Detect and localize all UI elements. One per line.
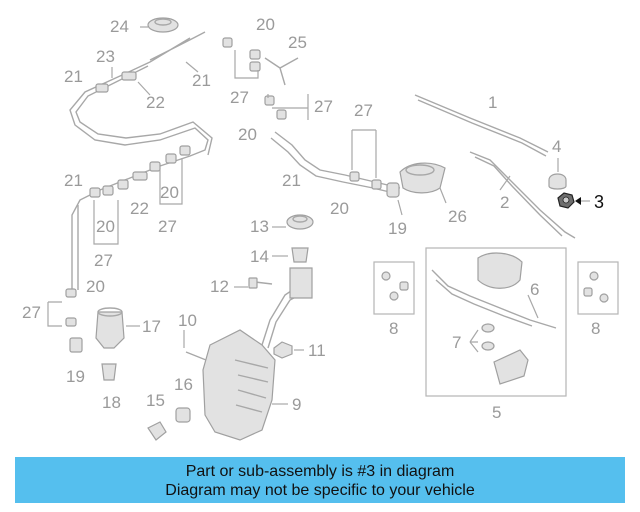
banner-line-1: Part or sub-assembly is #3 in diagram xyxy=(185,463,455,480)
callout-16: 16 xyxy=(174,375,193,394)
grommet-16 xyxy=(175,407,191,423)
callout-20: 20 xyxy=(238,125,257,144)
callout-27: 27 xyxy=(314,97,333,116)
cap-4 xyxy=(548,173,567,190)
pump-17 xyxy=(95,311,125,349)
callout-26: 26 xyxy=(448,207,467,226)
callout-27: 27 xyxy=(94,251,113,270)
sensor-15 xyxy=(147,421,167,441)
parts-diagram: 24 20 25 23 21 21 22 27 27 20 27 1 4 21 … xyxy=(22,15,619,441)
callout-15: 15 xyxy=(146,391,165,410)
callout-13: 13 xyxy=(250,217,269,236)
callout-20: 20 xyxy=(330,199,349,218)
callout-22: 22 xyxy=(146,93,165,112)
callout-12: 12 xyxy=(210,277,229,296)
callout-21: 21 xyxy=(64,67,83,86)
callout-22: 22 xyxy=(130,199,149,218)
callout-8: 8 xyxy=(591,319,600,338)
strainer-14 xyxy=(291,247,309,263)
callout-27: 27 xyxy=(354,101,373,120)
callout-21: 21 xyxy=(64,171,83,190)
grommet-11 xyxy=(273,341,293,359)
bolt-kit-8-right xyxy=(577,261,619,315)
wiper-arm-2 xyxy=(469,151,576,239)
callout-20: 20 xyxy=(256,15,275,34)
callout-21: 21 xyxy=(282,171,301,190)
callout-14: 14 xyxy=(250,247,269,266)
linkage-box-5 xyxy=(425,247,567,397)
grommet-18 xyxy=(101,363,117,381)
callout-27: 27 xyxy=(22,303,41,322)
callout-20: 20 xyxy=(86,277,105,296)
callout-1: 1 xyxy=(488,93,497,112)
callout-2: 2 xyxy=(500,193,509,212)
callout-27: 27 xyxy=(158,217,177,236)
wiper-blade-1 xyxy=(414,94,549,153)
info-banner: Part or sub-assembly is #3 in diagram Di… xyxy=(15,457,625,503)
nut-3 xyxy=(557,192,575,209)
wiper-linkage-6 xyxy=(431,269,557,329)
callout-4: 4 xyxy=(552,137,561,156)
callout-11: 11 xyxy=(308,341,326,360)
callout-25: 25 xyxy=(288,33,307,52)
motor-bracket xyxy=(493,349,529,385)
callout-24: 24 xyxy=(110,17,129,36)
callout-8: 8 xyxy=(389,319,398,338)
bolt-kit-8-left xyxy=(373,261,415,315)
callout-9: 9 xyxy=(292,395,301,414)
callout-20: 20 xyxy=(160,183,179,202)
y-connector-25 xyxy=(264,57,299,86)
callout-10: 10 xyxy=(178,311,197,330)
bolt-12 xyxy=(254,281,273,285)
callout-3: 3 xyxy=(594,192,604,212)
reservoir-9 xyxy=(202,329,276,441)
callout-5: 5 xyxy=(492,403,501,422)
callout-6: 6 xyxy=(530,280,539,299)
callout-21: 21 xyxy=(192,71,211,90)
callout-7: 7 xyxy=(452,333,461,352)
callout-18: 18 xyxy=(102,393,121,412)
callout-27: 27 xyxy=(230,88,249,107)
callout-19: 19 xyxy=(388,219,407,238)
callout-23: 23 xyxy=(96,47,115,66)
banner-line-2: Diagram may not be specific to your vehi… xyxy=(165,482,475,499)
bolt-10 xyxy=(185,351,207,361)
callout-20: 20 xyxy=(96,217,115,236)
callout-19: 19 xyxy=(66,367,85,386)
wiper-motor xyxy=(477,252,523,289)
callout-17: 17 xyxy=(142,317,161,336)
